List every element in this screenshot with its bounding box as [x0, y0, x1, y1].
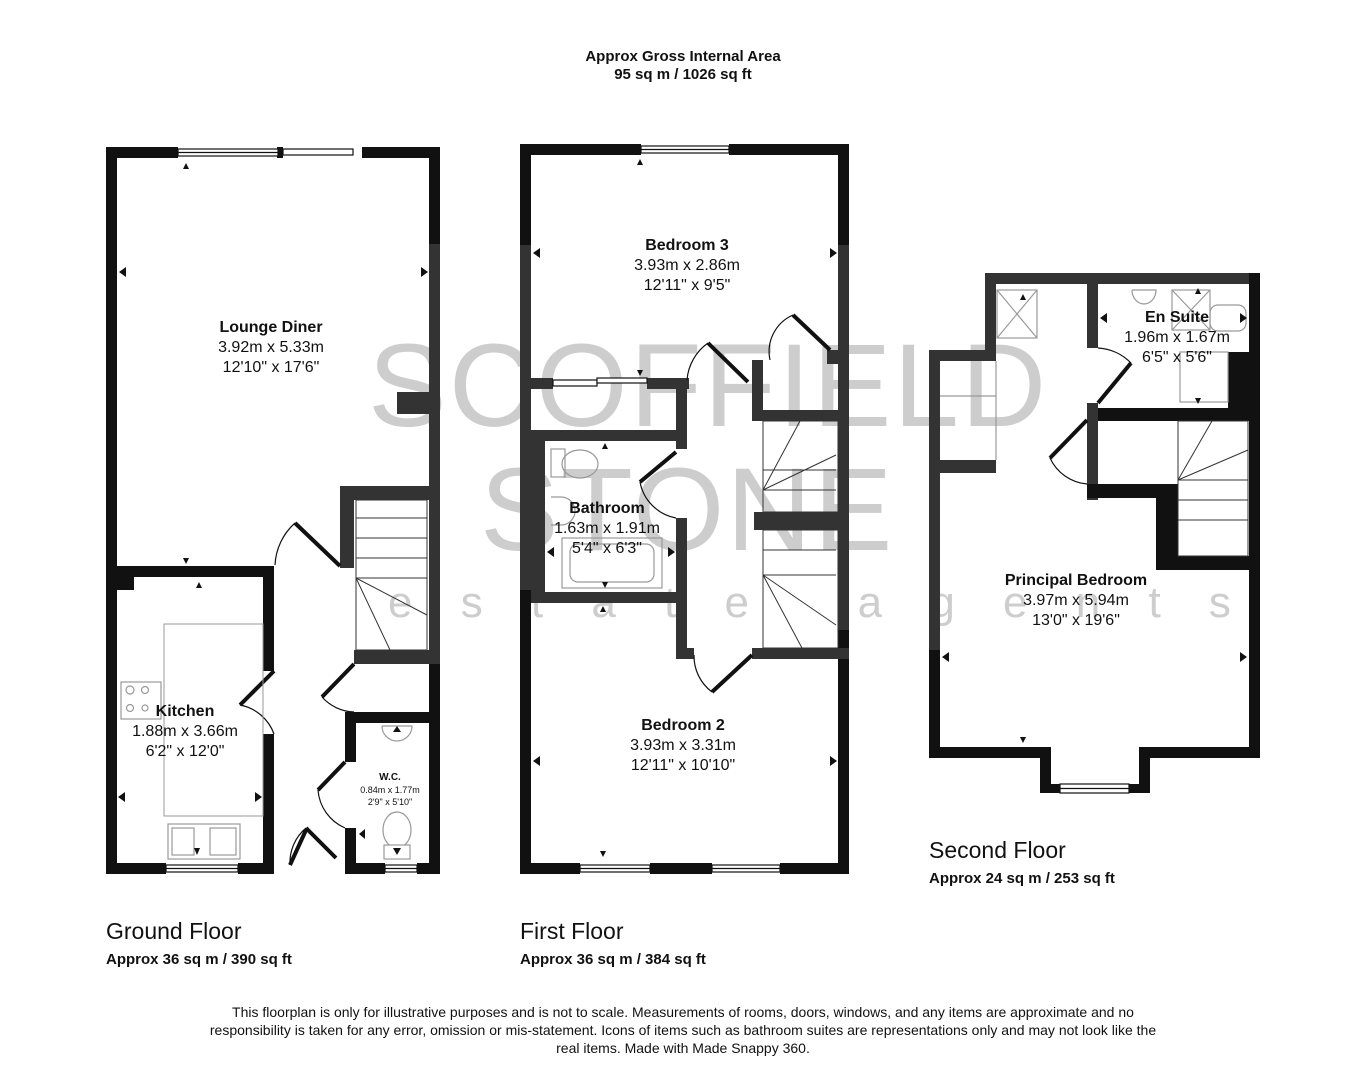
room-en-suite: En Suite 1.96m x 1.67m 6'5" x 5'6" — [1124, 308, 1230, 368]
room-name: Bathroom — [569, 500, 645, 517]
first-floor-dimension-markers — [533, 159, 837, 857]
floor-area: Approx 24 sq m / 253 sq ft — [929, 870, 1115, 887]
ground-floor-caption: Ground Floor Approx 36 sq m / 390 sq ft — [106, 918, 292, 968]
floor-title: Second Floor — [929, 837, 1066, 863]
second-floor-plan — [929, 273, 1260, 793]
room-imperial: 2'9" x 5'10" — [367, 797, 413, 807]
room-imperial: 6'2" x 12'0" — [145, 743, 225, 760]
gross-internal-area-header: Approx Gross Internal Area 95 sq m / 102… — [0, 48, 1366, 84]
room-name: Bedroom 2 — [641, 717, 725, 734]
room-imperial: 12'11" x 9'5" — [643, 277, 731, 294]
floor-area: Approx 36 sq m / 384 sq ft — [520, 951, 706, 968]
floor-area: Approx 36 sq m / 390 sq ft — [106, 951, 292, 968]
floor-title: Ground Floor — [106, 918, 242, 944]
room-name: W.C. — [379, 772, 401, 783]
room-metric: 3.92m x 5.33m — [218, 339, 324, 356]
room-imperial: 5'4" x 6'3" — [572, 540, 642, 557]
disclaimer: This floorplan is only for illustrative … — [209, 1004, 1157, 1056]
ground-floor-details — [120, 148, 428, 873]
room-imperial: 13'0" x 19'6" — [1032, 612, 1120, 629]
room-bedroom-3: Bedroom 3 3.93m x 2.86m 12'11" x 9'5" — [634, 236, 740, 296]
first-floor-plan — [520, 144, 849, 874]
floor-title: First Floor — [520, 918, 624, 944]
room-imperial: 12'10" x 17'6" — [222, 359, 320, 376]
second-floor-details — [940, 289, 1249, 794]
room-metric: 0.84m x 1.77m — [360, 785, 420, 795]
room-bathroom: Bathroom 1.63m x 1.91m 5'4" x 6'3" — [554, 499, 660, 559]
first-floor-caption: First Floor Approx 36 sq m / 384 sq ft — [520, 918, 706, 968]
room-name: Lounge Diner — [219, 319, 323, 336]
room-kitchen: Kitchen 1.88m x 3.66m 6'2" x 12'0" — [132, 702, 238, 762]
room-principal-bedroom: Principal Bedroom 3.97m x 5.94m 13'0" x … — [1005, 571, 1147, 631]
first-floor-details — [550, 145, 839, 873]
ground-floor-plan — [106, 147, 440, 874]
room-metric: 1.88m x 3.66m — [132, 723, 238, 740]
room-imperial: 6'5" x 5'6" — [1142, 349, 1212, 366]
room-imperial: 12'11" x 10'10" — [630, 757, 736, 774]
room-wc: W.C. 0.84m x 1.77m 2'9" x 5'10" — [360, 772, 420, 808]
room-name: Kitchen — [155, 703, 215, 720]
room-metric: 3.93m x 2.86m — [634, 257, 740, 274]
room-lounge-diner: Lounge Diner 3.92m x 5.33m 12'10" x 17'6… — [218, 318, 324, 378]
ground-floor-dimension-markers — [118, 163, 435, 855]
header-title: Approx Gross Internal Area — [585, 48, 781, 65]
room-name: Bedroom 3 — [645, 237, 729, 254]
second-floor-caption: Second Floor Approx 24 sq m / 253 sq ft — [929, 837, 1115, 887]
room-name: Principal Bedroom — [1004, 572, 1148, 589]
room-metric: 3.93m x 3.31m — [630, 737, 736, 754]
room-bedroom-2: Bedroom 2 3.93m x 3.31m 12'11" x 10'10" — [630, 716, 736, 776]
header-area: 95 sq m / 1026 sq ft — [614, 66, 752, 83]
room-metric: 3.97m x 5.94m — [1023, 592, 1129, 609]
room-metric: 1.96m x 1.67m — [1124, 329, 1230, 346]
room-name: En Suite — [1144, 309, 1210, 326]
second-floor-dimension-markers — [942, 288, 1247, 743]
room-metric: 1.63m x 1.91m — [554, 520, 660, 537]
